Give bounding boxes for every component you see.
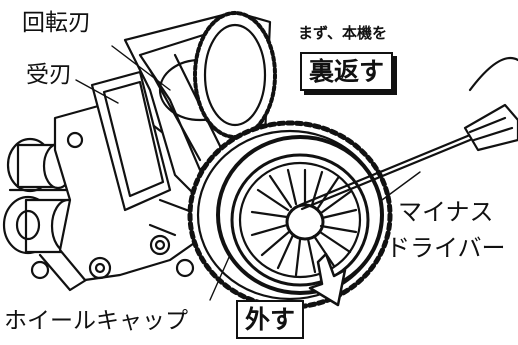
- label-tool-line1: マイナス: [398, 198, 494, 226]
- label-bed-knife: 受刃: [26, 62, 72, 88]
- label-tool-line2: ドライバー: [386, 234, 506, 262]
- label-rotary-blade: 回転刃: [22, 10, 91, 36]
- screwdriver-shape: [298, 56, 518, 211]
- wheel-cap-shape: [230, 153, 370, 287]
- label-flip-action: 裏返す: [300, 52, 394, 91]
- back-wheel: [193, 11, 277, 139]
- leader-lines: [75, 45, 421, 301]
- label-remove-action: 外す: [236, 300, 305, 339]
- label-wheel-cap: ホイールキャップ: [4, 308, 188, 334]
- remove-arrow: [308, 252, 347, 307]
- label-first-note: まず、本機を: [298, 24, 387, 42]
- bed-knife-shape: [90, 70, 172, 212]
